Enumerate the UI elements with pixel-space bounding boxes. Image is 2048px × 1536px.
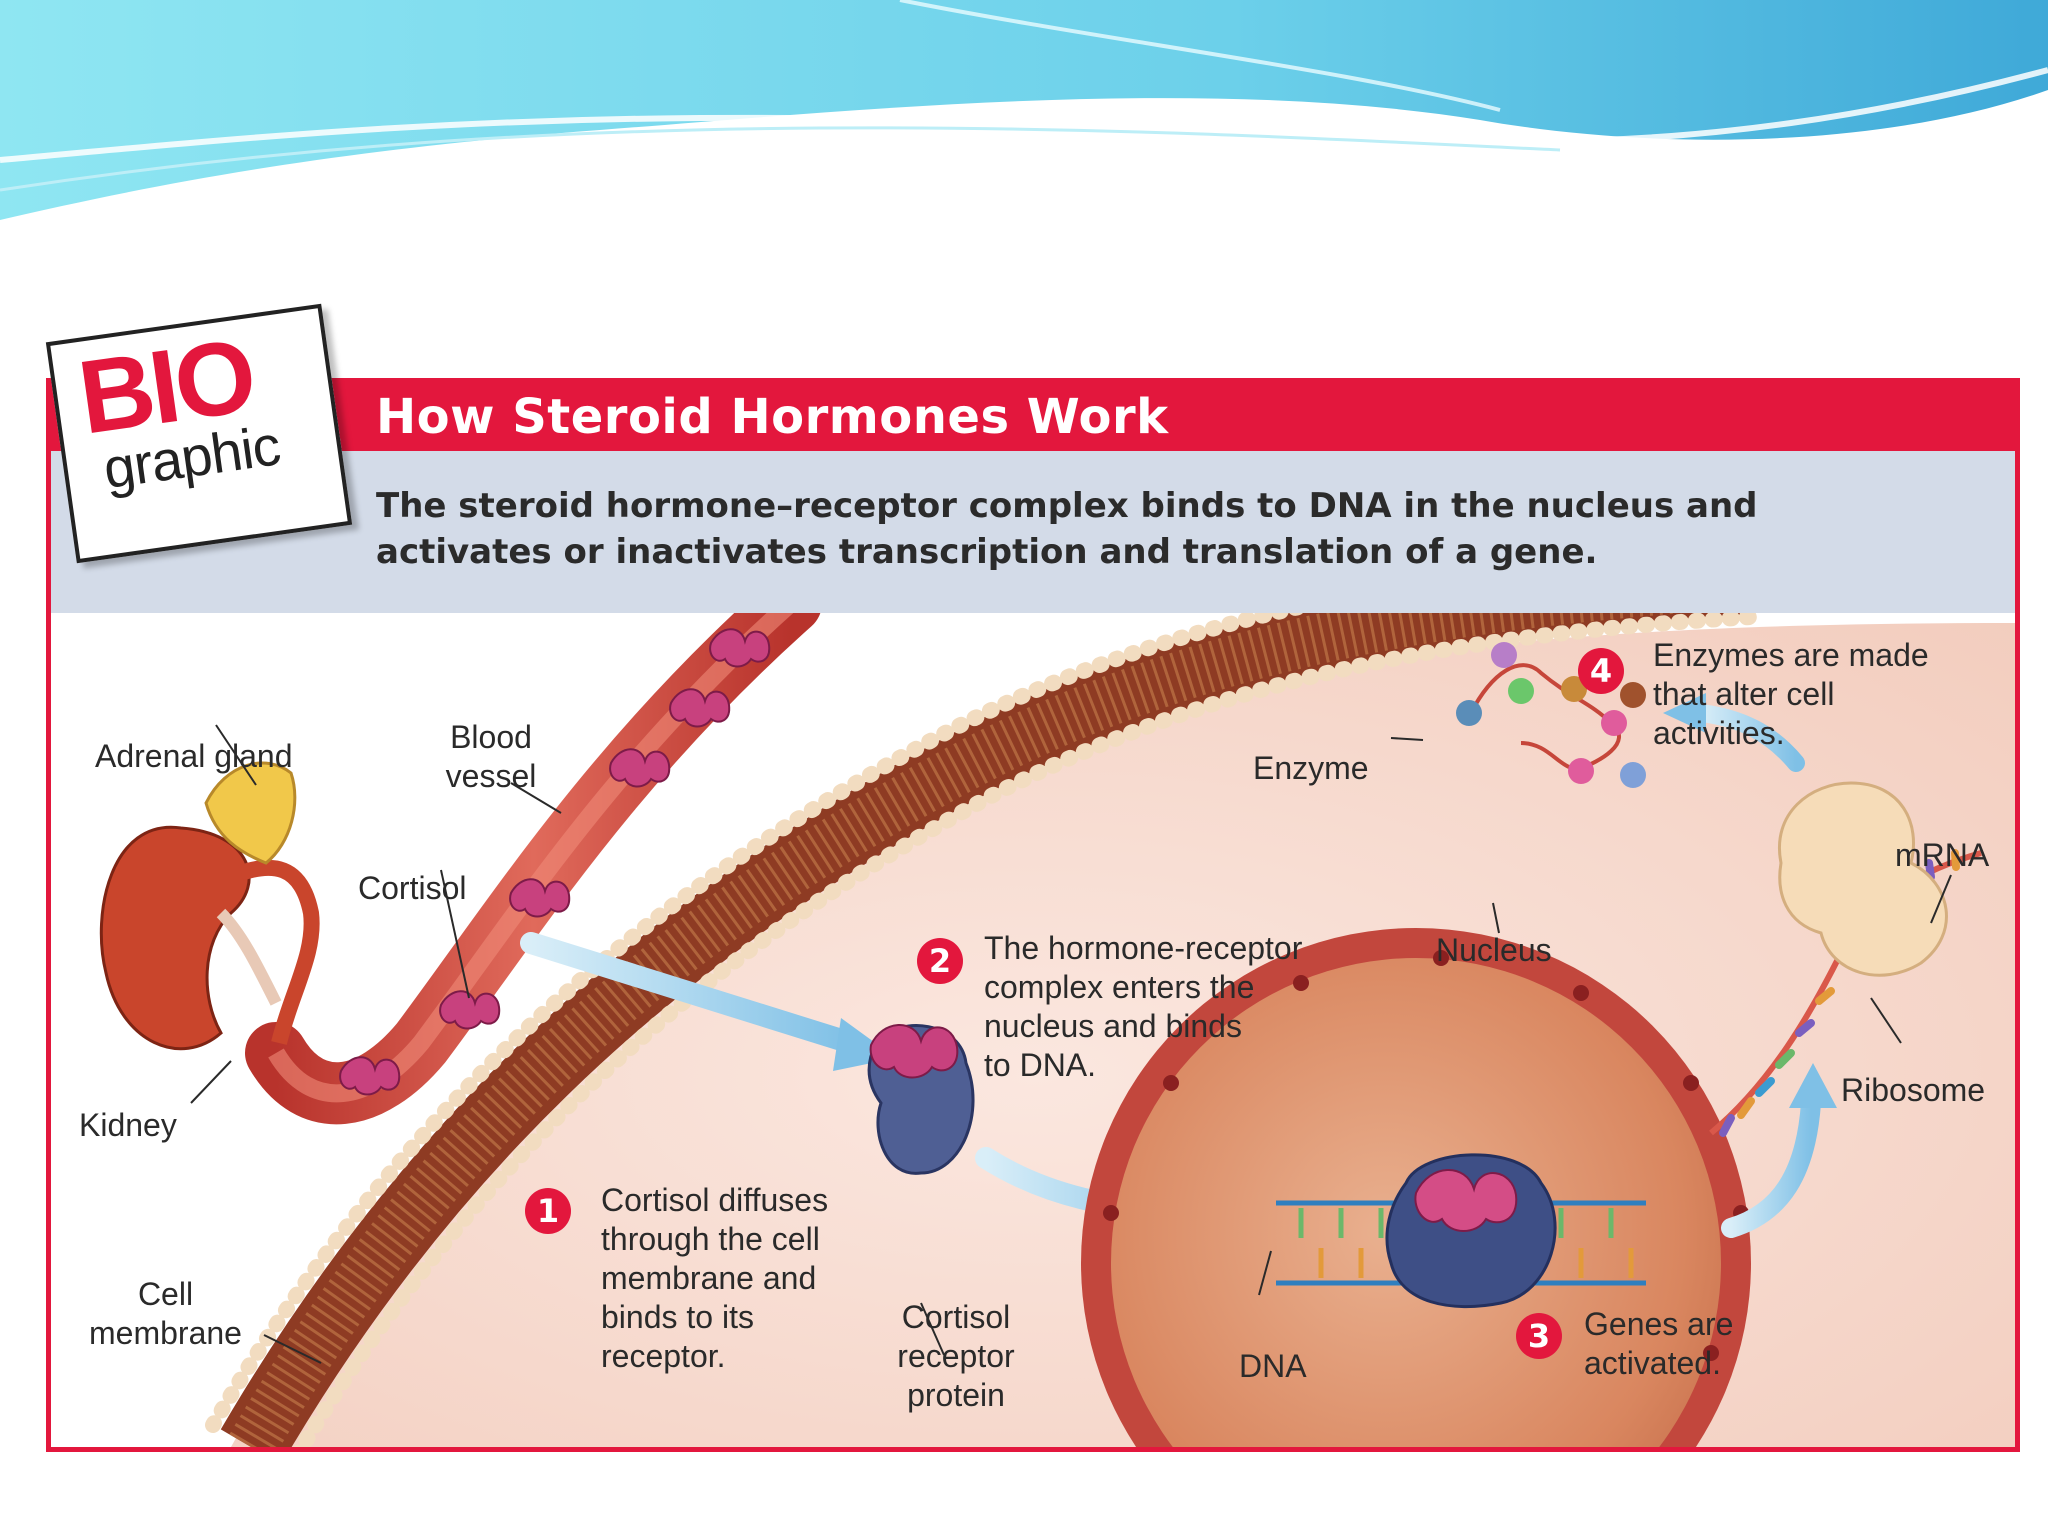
label-kidney: Kidney [79, 1107, 177, 1143]
kidney-shape [99, 825, 251, 1051]
step-4-badge: 4 [1578, 648, 1624, 694]
label-cortisol-receptor-protein: Cortisol receptor protein [881, 1298, 1031, 1415]
label-receptor-line2: receptor [897, 1338, 1015, 1374]
step-2-line: The hormone-receptor [984, 930, 1303, 966]
label-cortisol: Cortisol [358, 870, 467, 906]
label-enzyme: Enzyme [1253, 750, 1369, 786]
label-cell-membrane-line2: membrane [89, 1315, 242, 1351]
label-nucleus: Nucleus [1436, 932, 1552, 968]
label-receptor-line1: Cortisol [901, 1299, 1011, 1335]
step-1-text: Cortisol diffuses through the cell membr… [601, 1181, 828, 1376]
step-2-line: to DNA. [984, 1047, 1097, 1083]
label-blood-vessel-line2: vessel [445, 758, 537, 794]
step-1-line: receptor. [601, 1338, 726, 1374]
steroid-hormone-illustration [51, 613, 2015, 1447]
biographic-figure: How Steroid Hormones Work The steroid ho… [46, 378, 2020, 1452]
step-4-line: activities. [1653, 715, 1785, 751]
step-2-badge: 2 [917, 938, 963, 984]
step-3-line: activated. [1584, 1345, 1721, 1381]
step-1-line: binds to its [601, 1299, 754, 1335]
adrenal-gland-shape [204, 761, 297, 865]
step-1-line: through the cell [601, 1221, 820, 1257]
label-blood-vessel-line1: Blood [450, 719, 532, 755]
biographic-logo: BIO graphic [45, 303, 353, 564]
title-band [51, 383, 2015, 451]
step-4-line: Enzymes are made [1653, 637, 1929, 673]
label-adrenal-gland: Adrenal gland [95, 738, 293, 774]
step-3-line: Genes are [1584, 1306, 1734, 1342]
step-1-line: Cortisol diffuses [601, 1182, 829, 1218]
figure-title: How Steroid Hormones Work [376, 389, 1169, 445]
step-3-text: Genes are activated. [1584, 1305, 1733, 1383]
step-4-line: that alter cell [1653, 676, 1835, 712]
label-mrna: mRNA [1895, 837, 1990, 873]
ribosome-shape [1778, 781, 1948, 977]
step-2-line: nucleus and binds [984, 1008, 1242, 1044]
step-1-badge: 1 [525, 1188, 571, 1234]
subtitle-band [51, 451, 2015, 613]
slide-header-wave [0, 0, 2048, 220]
step-2-text: The hormone-receptor complex enters the … [984, 929, 1302, 1085]
step-4-text: Enzymes are made that alter cell activit… [1653, 636, 1929, 753]
label-ribosome: Ribosome [1841, 1072, 1986, 1108]
step-3-badge: 3 [1516, 1313, 1562, 1359]
label-cell-membrane-line1: Cell [137, 1276, 194, 1312]
label-blood-vessel: Blood vessel [391, 718, 591, 796]
figure-subtitle: The steroid hormone–receptor complex bin… [376, 486, 1758, 572]
step-2-line: complex enters the [984, 969, 1255, 1005]
label-dna: DNA [1239, 1348, 1307, 1384]
label-receptor-line3: protein [907, 1377, 1005, 1413]
step-1-line: membrane and [601, 1260, 817, 1296]
label-cell-membrane: Cell membrane [73, 1275, 258, 1353]
